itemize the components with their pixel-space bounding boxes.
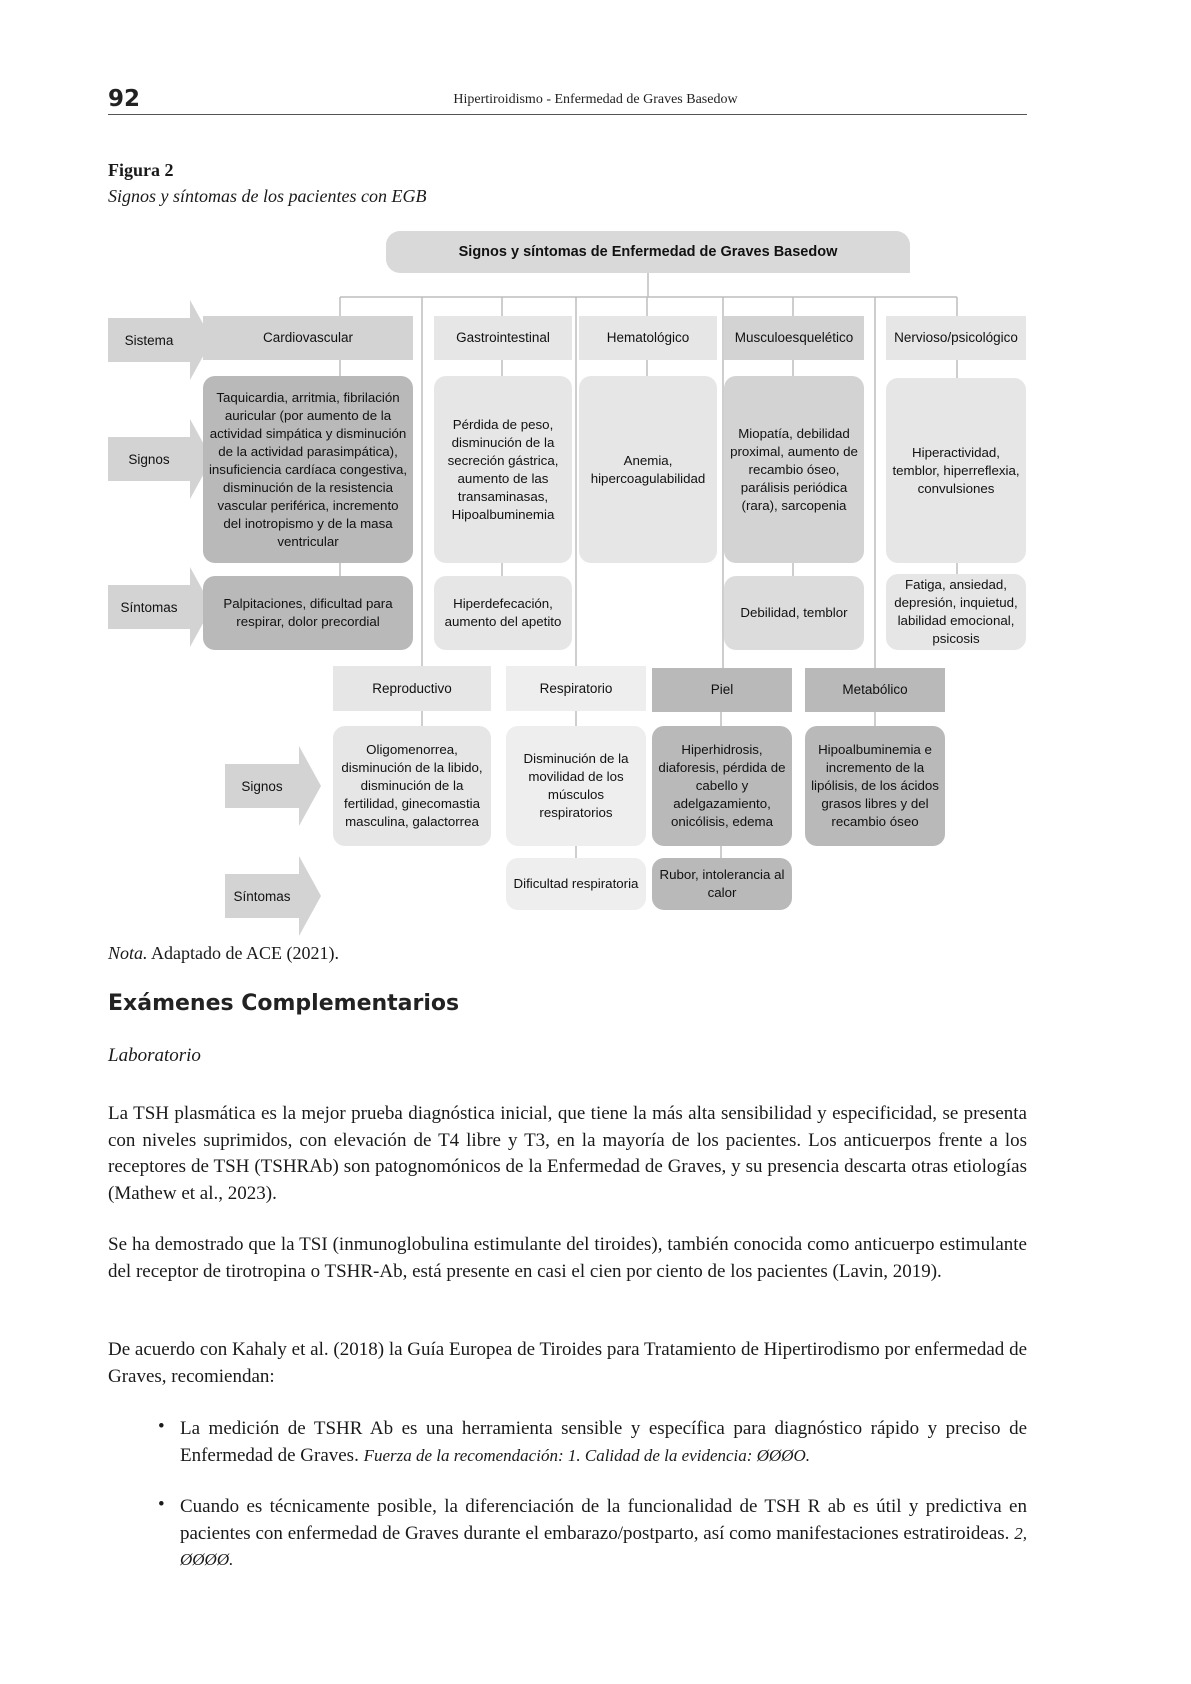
row-label-signos-2-text: Signos xyxy=(225,764,299,808)
section-heading: Exámenes Complementarios xyxy=(108,991,460,1016)
header-rule xyxy=(108,114,1027,115)
signos-gastrointestinal: Pérdida de peso, disminución de la secre… xyxy=(434,376,572,563)
system-musculoesqueletico: Musculoesquelético xyxy=(724,316,864,360)
signos-musculoesqueletico: Miopatía, debilidad proximal, aumento de… xyxy=(724,376,864,563)
signos-reproductivo: Oligomenorrea, disminución de la libido,… xyxy=(333,726,491,846)
figure-note-prefix: Nota. xyxy=(108,943,148,963)
sintomas-nervioso: Fatiga, ansiedad, depresión, inquietud, … xyxy=(886,574,1026,650)
signos-nervioso: Hiperactividad, temblor, hiperreflexia, … xyxy=(886,378,1026,563)
signos-piel: Hiperhidrosis, diaforesis, pérdida de ca… xyxy=(652,726,792,846)
system-nervioso: Nervioso/psicológico xyxy=(886,316,1026,360)
signos-respiratorio: Disminución de la movilidad de los múscu… xyxy=(506,726,646,846)
sintomas-musculoesqueletico: Debilidad, temblor xyxy=(724,576,864,650)
page-number: 92 xyxy=(108,86,141,112)
bullet-1-note: Fuerza de la recomendación: 1. Calidad d… xyxy=(363,1445,811,1465)
sintomas-cardiovascular: Palpitaciones, dificultad para respirar,… xyxy=(203,576,413,650)
bullet-item-1: La medición de TSHR Ab es una herramient… xyxy=(180,1416,1027,1469)
system-reproductivo: Reproductivo xyxy=(333,666,491,711)
bullet-item-2: Cuando es técnicamente posible, la difer… xyxy=(180,1494,1027,1574)
diagram-title: Signos y síntomas de Enfermedad de Grave… xyxy=(386,231,910,273)
row-label-sistema-text: Sistema xyxy=(108,318,190,362)
figure-label: Figura 2 xyxy=(108,160,174,180)
figure-note: Nota. Adaptado de ACE (2021). xyxy=(108,943,339,964)
sintomas-respiratorio: Dificultad respiratoria xyxy=(506,858,646,910)
system-respiratorio: Respiratorio xyxy=(506,666,646,711)
system-gastrointestinal: Gastrointestinal xyxy=(434,316,572,360)
bullet-marker-1: • xyxy=(158,1416,165,1437)
bullet-1-text: La medición de TSHR Ab es una herramient… xyxy=(180,1418,1027,1466)
signos-cardiovascular: Taquicardia, arritmia, fibrilación auric… xyxy=(203,376,413,563)
row-label-sintomas-text: Síntomas xyxy=(108,585,190,629)
bullet-2-note: 2, ØØØØ. xyxy=(180,1523,1027,1570)
system-piel: Piel xyxy=(652,668,792,712)
bullet-2-text: Cuando es técnicamente posible, la difer… xyxy=(180,1496,1027,1544)
running-header: Hipertiroidismo - Enfermedad de Graves B… xyxy=(453,92,738,107)
paragraph-1: La TSH plasmática es la mejor prueba dia… xyxy=(108,1103,1027,1204)
figure-note-text: Adaptado de ACE (2021). xyxy=(147,943,339,963)
sintomas-piel: Rubor, intolerancia al calor xyxy=(652,858,792,910)
system-cardiovascular: Cardiovascular xyxy=(203,316,413,360)
paragraph-3: De acuerdo con Kahaly et al. (2018) la G… xyxy=(108,1339,1027,1387)
system-hematologico: Hematológico xyxy=(579,316,717,360)
figure-caption: Signos y síntomas de los pacientes con E… xyxy=(108,186,427,206)
row-label-sintomas-2-text: Síntomas xyxy=(225,874,299,918)
signos-hematologico: Anemia, hipercoagulabilidad xyxy=(579,376,717,563)
system-metabolico: Metabólico xyxy=(805,668,945,712)
signos-metabolico: Hipoalbuminemia e incremento de la lipól… xyxy=(805,726,945,846)
paragraph-2: Se ha demostrado que la TSI (inmunoglobu… xyxy=(108,1234,1027,1282)
row-label-signos-text: Signos xyxy=(108,437,190,481)
sintomas-gastrointestinal: Hiperdefecación, aumento del apetito xyxy=(434,576,572,650)
subsection-heading: Laboratorio xyxy=(108,1045,201,1066)
bullet-marker-2: • xyxy=(158,1494,165,1515)
